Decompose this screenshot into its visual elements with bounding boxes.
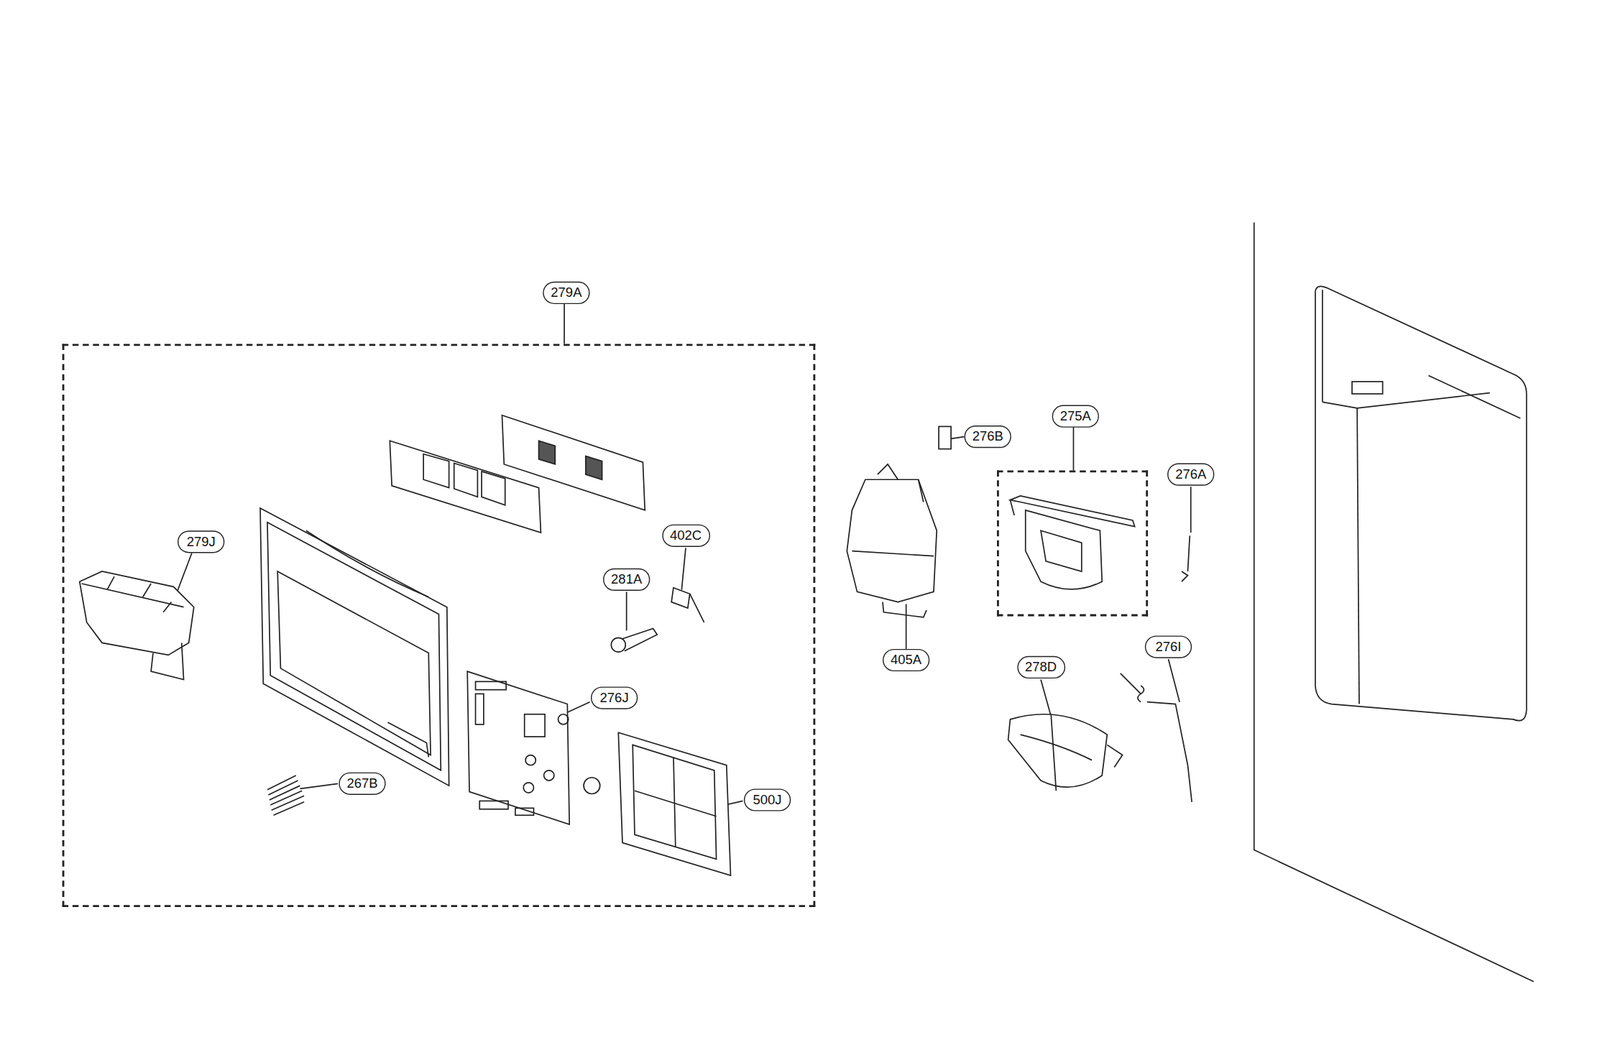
refrigerator-door <box>1428 375 1521 419</box>
board-cover <box>634 756 717 847</box>
refrigerator-door <box>1352 381 1383 394</box>
control-board <box>479 800 509 809</box>
assembly-group: 275A <box>996 470 1148 616</box>
leader-lines <box>169 303 1192 807</box>
switch-parts <box>610 637 626 652</box>
springs-wires <box>1181 535 1190 582</box>
board-cover <box>632 744 716 859</box>
control-board <box>475 681 507 690</box>
dispenser-frame <box>260 508 450 786</box>
switch-parts <box>671 587 691 609</box>
board-cover <box>618 732 731 876</box>
control-board <box>475 693 484 725</box>
leader-lines <box>563 303 565 345</box>
board-cover <box>583 732 731 876</box>
switch-parts <box>690 593 705 623</box>
board-cover <box>583 777 601 795</box>
refrigerator-door <box>1357 408 1360 705</box>
callout-number: 278D <box>1017 656 1066 679</box>
control-board <box>558 714 569 725</box>
motor-solenoid <box>846 479 937 602</box>
display-panels <box>501 415 645 511</box>
refrigerator-door <box>1254 222 1534 982</box>
ice-chute-cup <box>79 571 195 655</box>
control-board <box>467 671 570 825</box>
display-panels <box>539 440 603 480</box>
control-board <box>467 671 570 825</box>
refrigerator-door <box>1254 222 1534 982</box>
callout-number: 276J <box>590 686 638 709</box>
leader-lines <box>626 591 628 631</box>
leader-lines <box>950 437 964 440</box>
ice-funnel <box>1008 714 1108 788</box>
control-board <box>525 755 536 766</box>
leader-lines <box>1040 679 1051 716</box>
control-board <box>523 782 534 793</box>
springs-wires <box>1120 673 1192 803</box>
motor-solenoid <box>846 426 951 617</box>
refrigerator-door <box>1322 289 1491 409</box>
control-board <box>515 807 535 816</box>
motor-solenoid <box>882 602 927 618</box>
ice-door-flap <box>1025 510 1102 590</box>
dispenser-frame <box>267 522 441 771</box>
leader-lines <box>1190 486 1192 533</box>
dispenser-frame <box>306 530 429 597</box>
motor-solenoid <box>938 426 951 449</box>
control-board <box>544 770 555 781</box>
callout-number: 276I <box>1145 635 1192 658</box>
dispenser-frame <box>277 571 431 756</box>
callout-number: 275A <box>1052 405 1100 428</box>
callout-number: 402C <box>661 524 711 547</box>
leader-lines <box>905 603 908 649</box>
leader-lines <box>681 547 686 590</box>
callout-number: 267B <box>338 772 386 795</box>
ice-funnel <box>1106 744 1123 767</box>
spring <box>267 775 305 816</box>
leader-lines <box>1168 659 1180 703</box>
callout-number: 281A <box>603 568 650 591</box>
ice-chute-cup <box>79 571 195 680</box>
callout-number: 279A <box>542 281 590 305</box>
switch-parts <box>622 628 657 651</box>
ice-door-flap <box>1009 500 1015 516</box>
callout-number: 276A <box>1167 463 1215 486</box>
callout-number: 405A <box>882 649 930 672</box>
switch-parts <box>610 587 704 652</box>
dispenser-frame <box>387 722 429 757</box>
leader-lines <box>1073 426 1075 471</box>
ice-door-flap <box>1009 495 1135 590</box>
refrigerator-door <box>1315 286 1527 721</box>
ice-funnel <box>1020 714 1092 791</box>
ice-chute-cup <box>150 642 184 680</box>
callout-number: 279J <box>177 530 225 553</box>
control-board <box>524 714 545 737</box>
display-panels <box>423 454 506 506</box>
assembly-group: 279A <box>62 343 816 908</box>
motor-solenoid <box>851 464 934 557</box>
callout-number: 276B <box>964 425 1012 448</box>
callout-number: 500J <box>743 788 791 811</box>
dispenser-frame <box>260 508 450 786</box>
ice-chute-cup <box>81 576 185 613</box>
ice-funnel <box>1008 714 1123 791</box>
springs-wires <box>1120 535 1192 803</box>
display-panels <box>389 415 645 533</box>
ice-door-flap <box>1040 530 1082 572</box>
spring <box>267 775 305 816</box>
leader-lines <box>299 783 338 789</box>
